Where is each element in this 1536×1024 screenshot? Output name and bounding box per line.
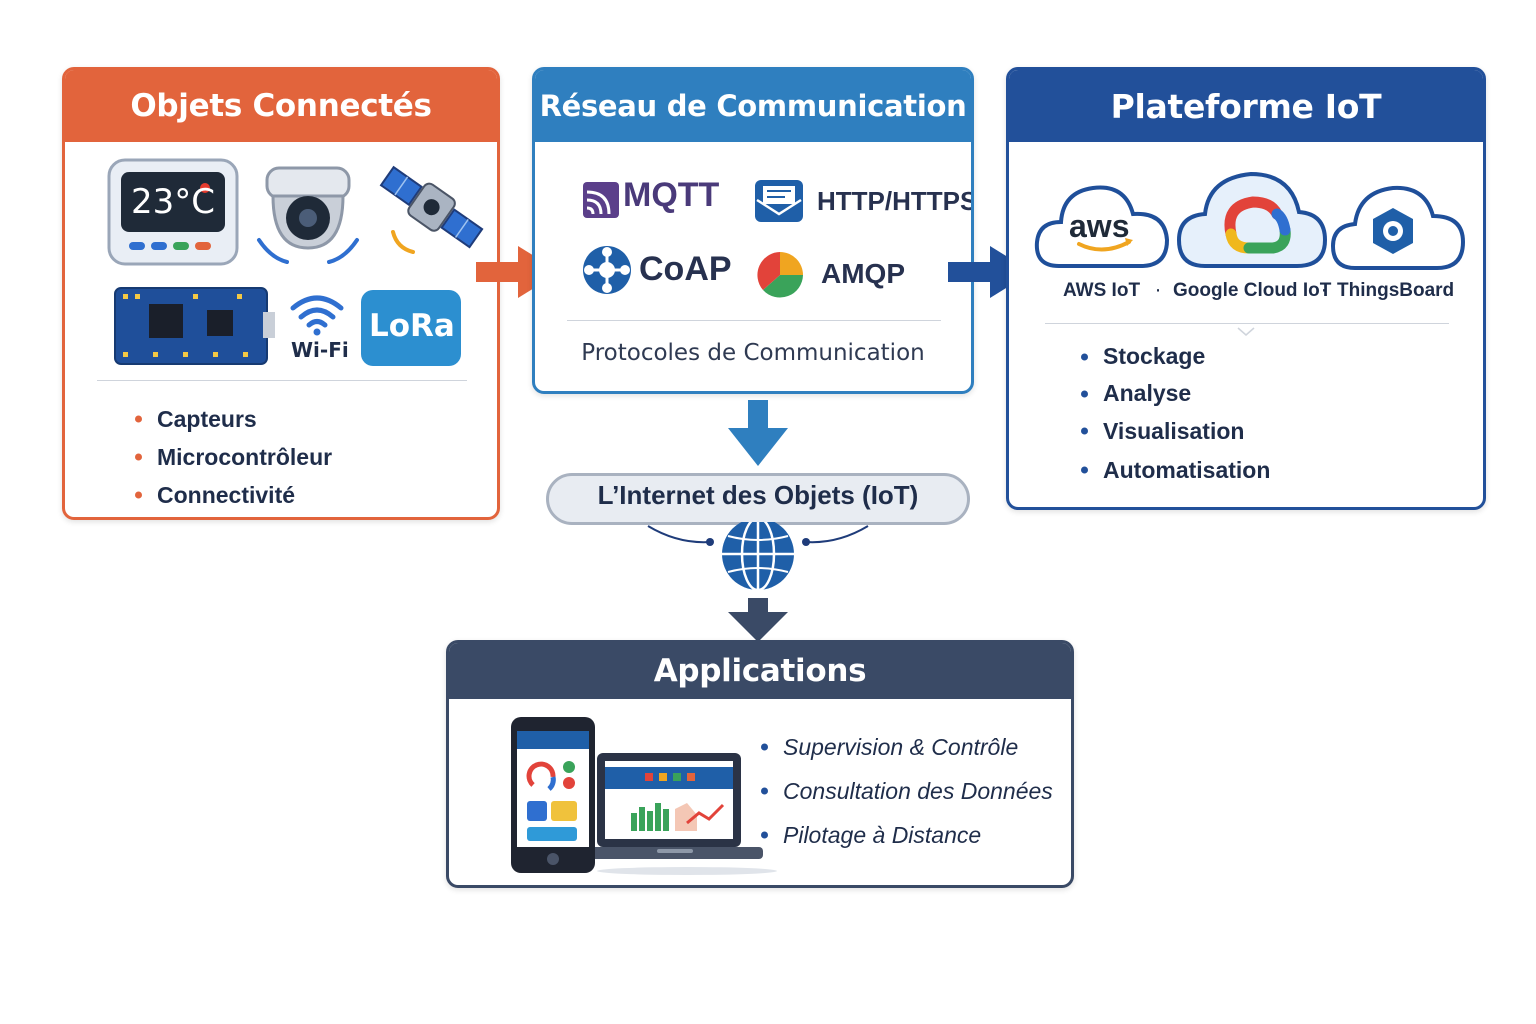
network-divider	[567, 320, 941, 321]
provider-separator: ·	[1321, 280, 1328, 302]
platform-panel-title: Plateforme IoT	[1009, 70, 1483, 142]
network-caption: Protocoles de Communication	[581, 340, 925, 366]
camera-icon	[253, 162, 363, 276]
laptop-icon	[587, 753, 787, 883]
thingsboard-icon	[1330, 176, 1466, 278]
objects-divider	[97, 380, 467, 381]
divider-notch-icon	[1237, 322, 1255, 341]
list-item: Capteurs	[135, 400, 332, 438]
arrow-iot-to-applications-icon	[728, 598, 788, 646]
objects-list: Capteurs Microcontrôleur Connectivité	[135, 400, 332, 514]
applications-panel-title: Applications	[449, 643, 1071, 699]
protocol-amqp: AMQP	[821, 258, 905, 289]
globe-icon	[618, 516, 898, 596]
satellite-icon	[375, 158, 487, 262]
applications-list: Supervision & Contrôle Consultation des …	[761, 725, 1053, 857]
list-item: Consultation des Données	[761, 769, 1053, 813]
protocol-http: HTTP/HTTPS	[817, 186, 974, 216]
protocol-coap: CoAP	[639, 250, 732, 288]
provider-separator: ·	[1155, 280, 1162, 302]
list-item: Connectivité	[135, 476, 332, 514]
google-cloud-icon	[1175, 164, 1329, 278]
provider-aws: AWS IoT	[1063, 280, 1141, 301]
provider-google: Google Cloud IoT	[1173, 280, 1332, 301]
list-item: Automatisation	[1081, 450, 1270, 490]
network-panel-title: Réseau de Communication	[535, 70, 971, 142]
objects-panel: Objets Connectés 23°C	[62, 67, 500, 520]
network-panel: Réseau de Communication MQTT HTTP/HTTPS	[532, 67, 974, 394]
board-icon	[113, 286, 275, 370]
list-item: Supervision & Contrôle	[761, 725, 1053, 769]
thermostat-icon	[107, 158, 239, 272]
mqtt-icon	[583, 182, 619, 222]
lora-label: LoRa	[369, 308, 455, 344]
phone-icon	[509, 715, 599, 879]
list-item: Pilotage à Distance	[761, 813, 1053, 857]
aws-cloud-icon	[1033, 174, 1171, 278]
provider-thingsboard: ThingsBoard	[1337, 280, 1455, 301]
platform-divider	[1045, 323, 1449, 324]
thermostat-reading: 23°C	[131, 182, 216, 222]
arrow-network-to-iot-icon	[728, 400, 788, 470]
wifi-icon	[287, 292, 347, 340]
list-item: Visualisation	[1081, 412, 1270, 450]
applications-panel: Applications	[446, 640, 1074, 888]
list-item: Analyse	[1081, 375, 1270, 412]
lora-icon	[361, 290, 461, 366]
http-icon	[753, 178, 805, 228]
objects-panel-title: Objets Connectés	[65, 70, 497, 142]
platform-panel: Plateforme IoT aws AWS IoT · Google Clou…	[1006, 67, 1486, 510]
list-item: Microcontrôleur	[135, 438, 332, 476]
wifi-label: Wi-Fi	[291, 338, 349, 362]
platform-list: Stockage Analyse Visualisation Automatis…	[1081, 338, 1270, 490]
aws-logo-text: aws	[1069, 208, 1130, 244]
amqp-icon	[753, 250, 807, 304]
list-item: Stockage	[1081, 338, 1270, 375]
iot-hub-label: L’Internet des Objets (IoT)	[597, 480, 919, 510]
protocol-mqtt: MQTT	[623, 176, 720, 214]
coap-icon	[581, 244, 633, 300]
